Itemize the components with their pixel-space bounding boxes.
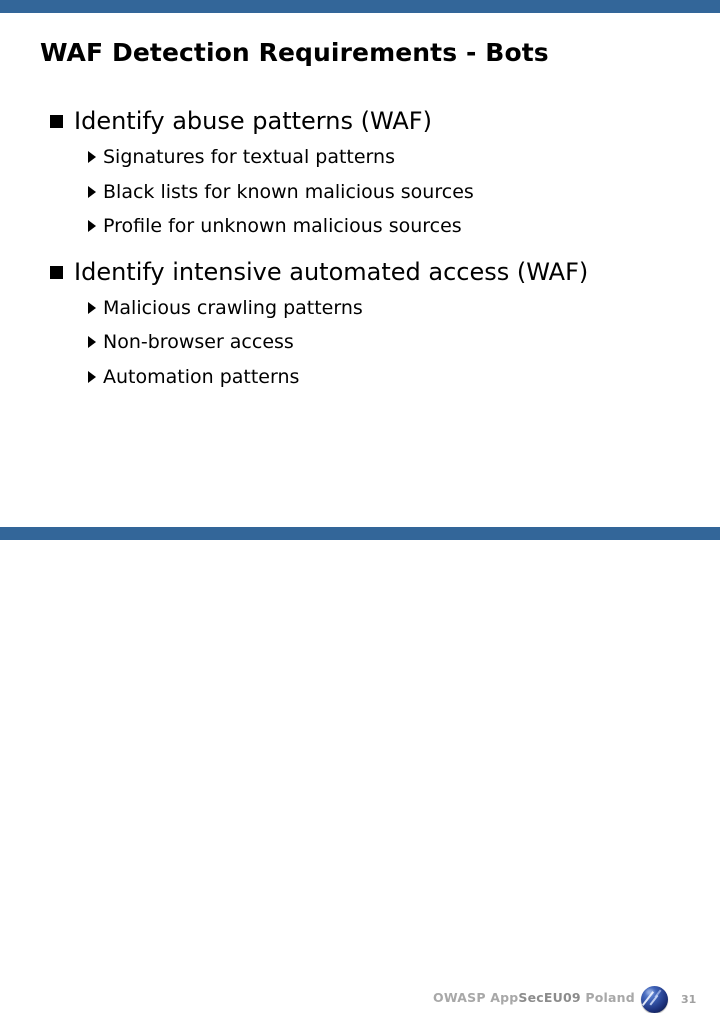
triangle-bullet-icon	[88, 185, 96, 198]
bullet-level1: Identify abuse patterns (WAF)	[0, 104, 720, 138]
bullet-level1: Identify intensive automated access (WAF…	[0, 255, 720, 289]
bullet-level2: Non-browser access	[0, 325, 720, 360]
bullet-level1-label: Identify intensive automated access (WAF…	[74, 257, 589, 286]
bullet-level2-label: Non-browser access	[103, 331, 294, 353]
bullet-level2-label: Signatures for textual patterns	[103, 146, 395, 168]
bullet-level2: Profile for unknown malicious sources	[0, 209, 720, 244]
triangle-bullet-icon	[88, 370, 96, 383]
bullet-level2: Signatures for textual patterns	[0, 140, 720, 175]
owasp-globe-icon	[641, 986, 668, 1013]
footer-text-part3: Poland	[580, 990, 635, 1005]
bullet-level1-label: Identify abuse patterns (WAF)	[74, 107, 432, 135]
bullet-level2: Black lists for known malicious sources	[0, 175, 720, 210]
bullet-level2: Malicious crawling patterns	[0, 291, 720, 326]
footer-text-part1: OWASP App	[433, 990, 519, 1005]
bullet-level2-label: Black lists for known malicious sources	[103, 180, 474, 203]
bullet-level2-label: Malicious crawling patterns	[103, 296, 363, 319]
triangle-bullet-icon	[88, 336, 96, 348]
page-number: 31	[681, 993, 697, 1006]
globe-streak	[654, 989, 662, 998]
slide-footer: OWASP AppSecEU09 Poland 31	[0, 492, 720, 1013]
square-bullet-icon	[50, 265, 63, 279]
triangle-bullet-icon	[88, 220, 96, 232]
triangle-bullet-icon	[88, 151, 96, 163]
bullet-level2-label: Profile for unknown malicious sources	[103, 215, 462, 237]
footer-conference-label: OWASP AppSecEU09 Poland	[433, 990, 635, 1005]
bottom-accent-bar	[0, 527, 720, 540]
slide-body: Identify abuse patterns (WAF) Signatures…	[0, 104, 720, 394]
footer-text-part2: SecEU09	[518, 990, 581, 1005]
triangle-bullet-icon	[88, 301, 96, 314]
square-bullet-icon	[50, 115, 63, 128]
bullet-level2-label: Automation patterns	[103, 365, 300, 388]
page-title: WAF Detection Requirements - Bots	[40, 38, 549, 67]
bullet-level2: Automation patterns	[0, 360, 720, 395]
bullet-group-spacer	[0, 244, 720, 255]
top-accent-bar	[0, 0, 720, 13]
